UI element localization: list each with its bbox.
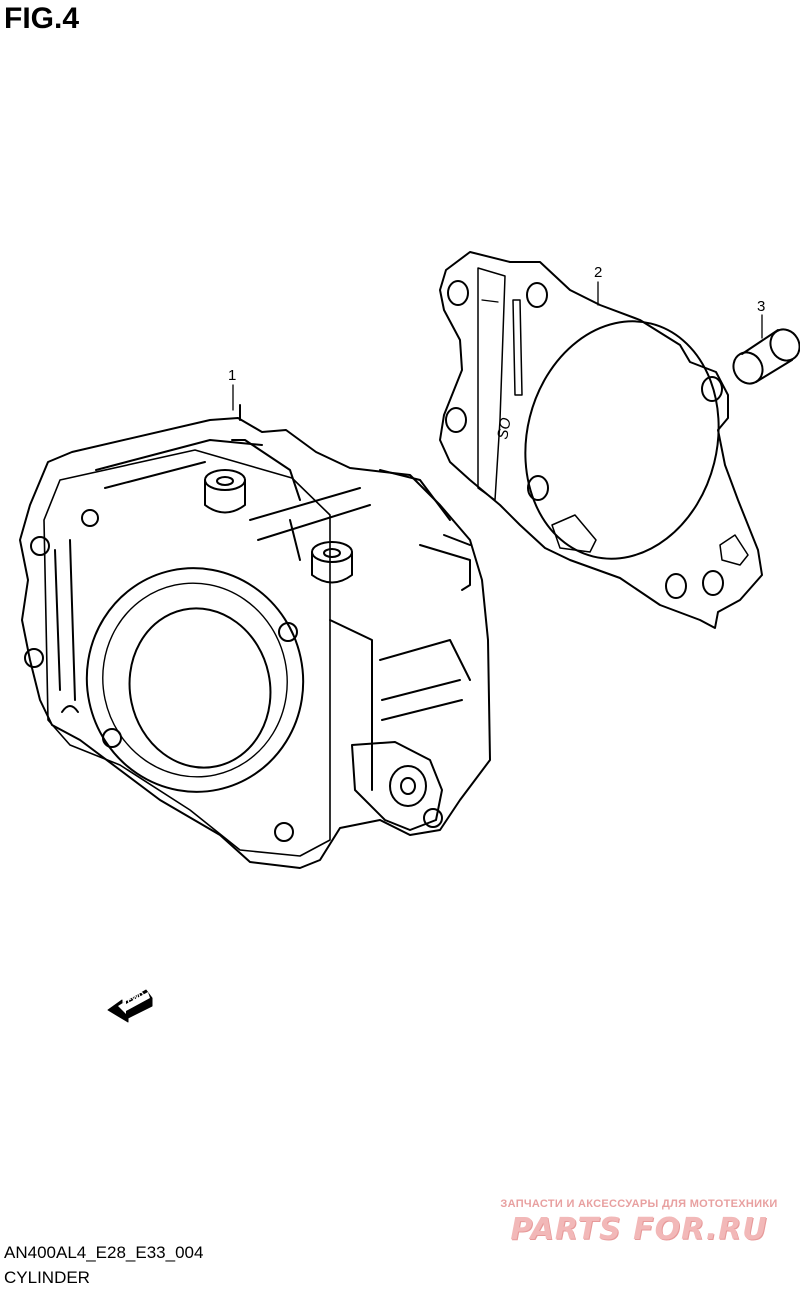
callout-number-1: 1	[228, 367, 236, 384]
figure-title: FIG.4	[4, 2, 80, 35]
watermark-logo: PARTS FOR.RU	[510, 1212, 768, 1247]
model-code: AN400AL4_E28_E33_004	[4, 1243, 204, 1262]
fwd-arrow-icon	[107, 989, 153, 1023]
callout-number-2: 2	[594, 264, 602, 281]
diagram-caption: CYLINDER	[4, 1268, 90, 1287]
callout-number-3: 3	[757, 298, 765, 315]
watermark: ЗАПЧАСТИ И АКСЕССУАРЫ ДЛЯ МОТОТЕХНИКИ PA…	[484, 1198, 794, 1247]
head-gasket-part[interactable]	[439, 251, 763, 629]
watermark-tagline: ЗАПЧАСТИ И АКСЕССУАРЫ ДЛЯ МОТОТЕХНИКИ	[500, 1198, 778, 1210]
cylinder-part[interactable]	[19, 404, 491, 869]
gasket-mark: SO	[494, 416, 515, 441]
dowel-pin-part[interactable]	[728, 314, 800, 389]
